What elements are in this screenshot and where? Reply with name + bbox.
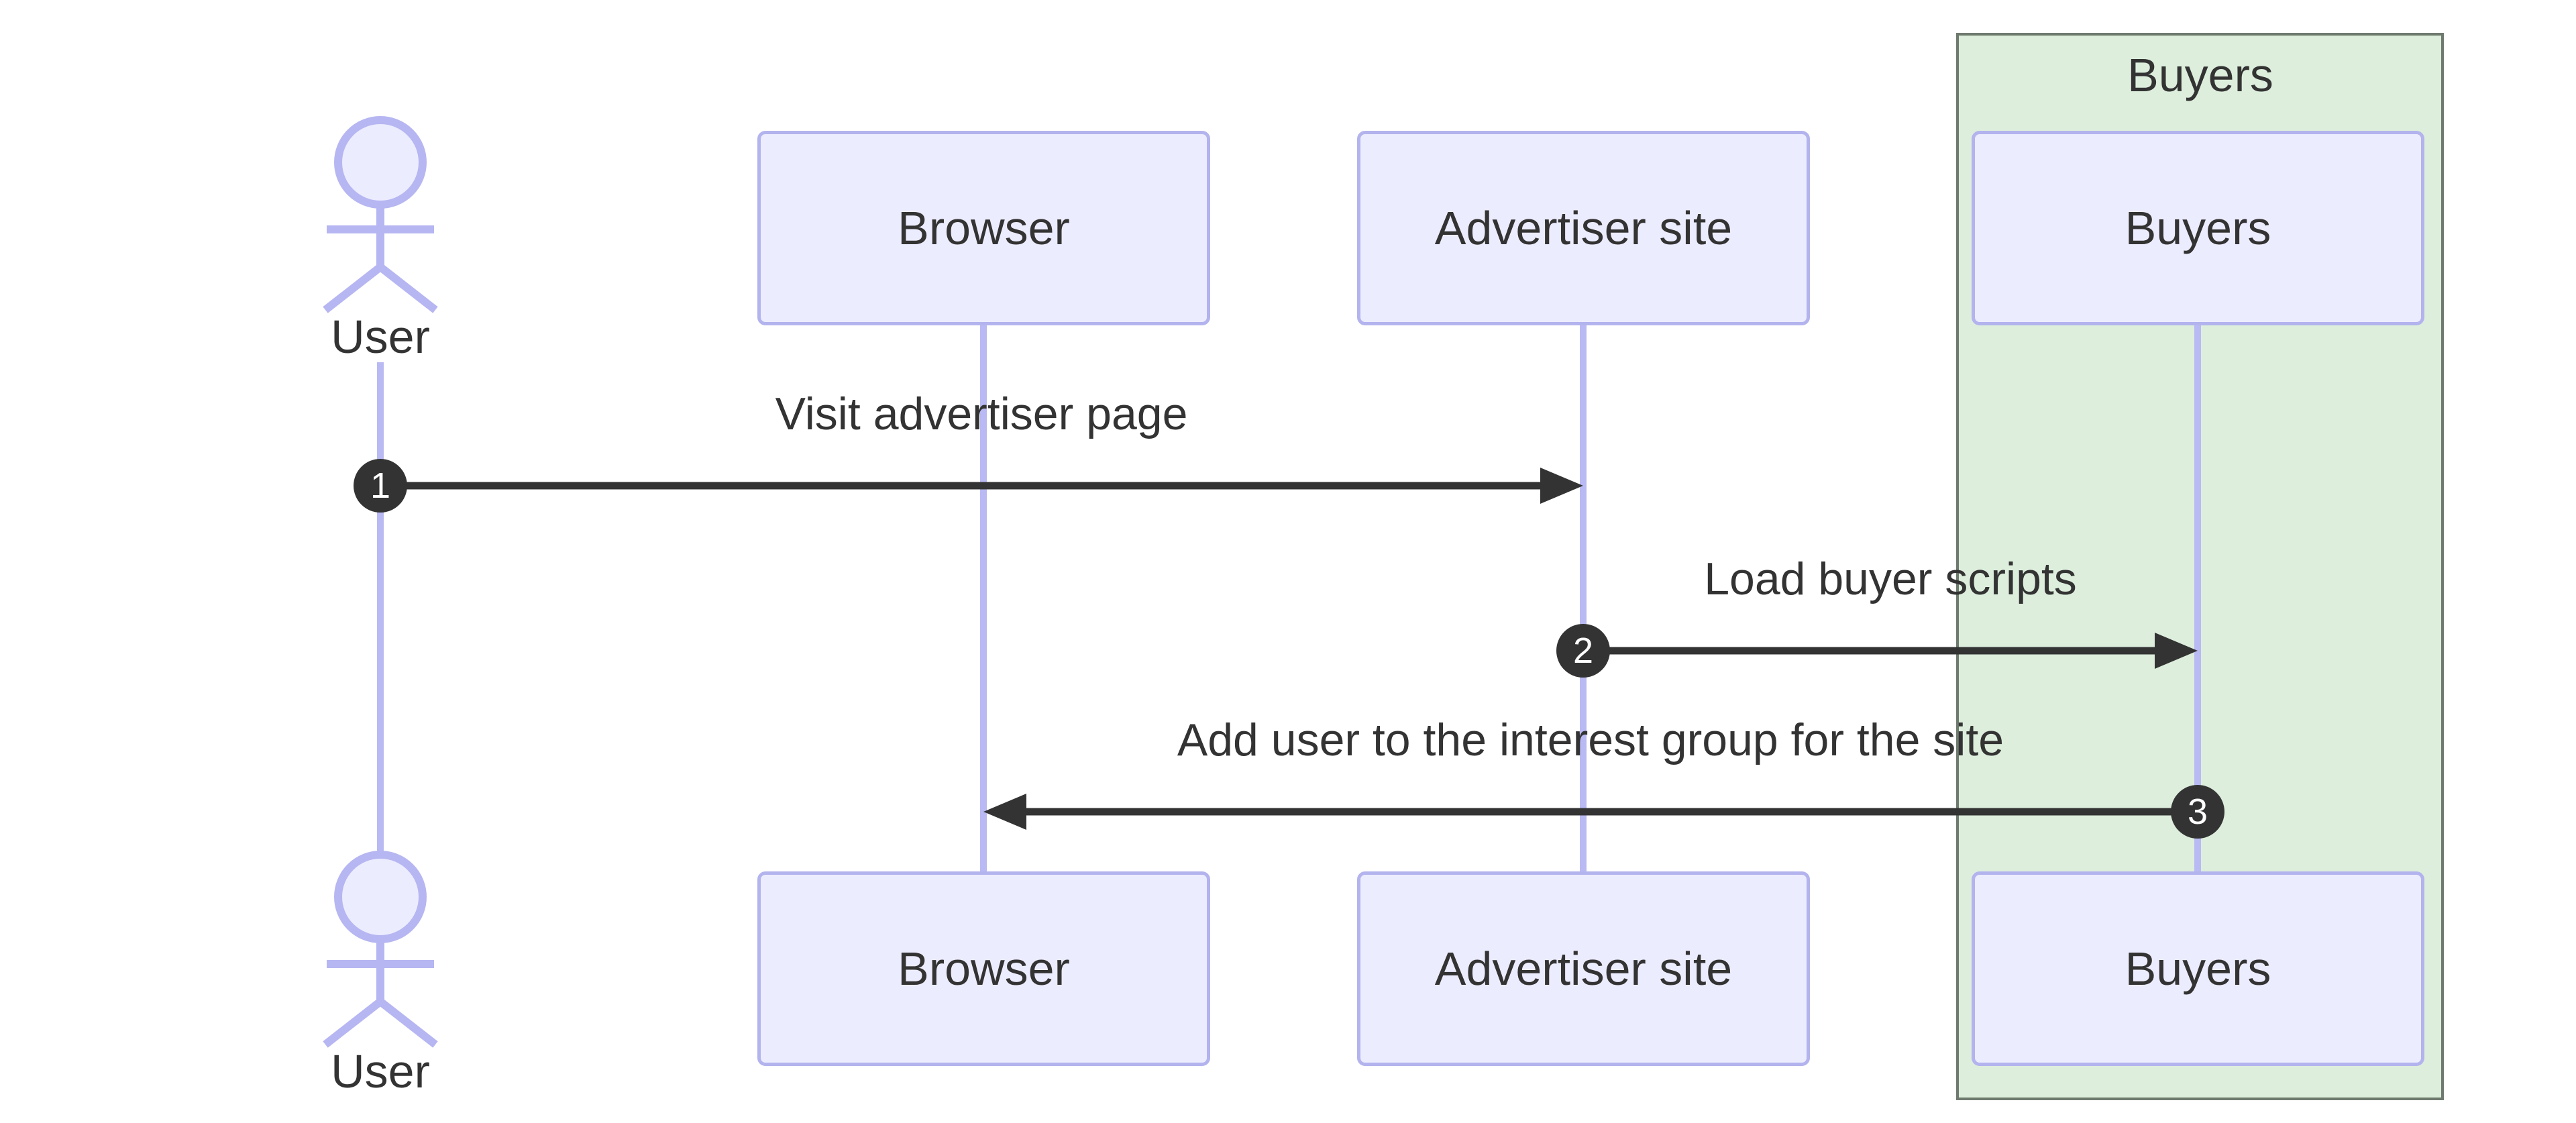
message-arrow-3 [983,794,2198,830]
sequence-number-badge-1: 1 [354,459,407,513]
lifelines [377,325,2201,871]
participant-box-buyers-top: Buyers [1972,131,2424,325]
arrowhead-left-icon [983,794,1026,830]
message-label-1: Visit advertiser page [775,388,1188,439]
message-arrow-2 [1583,633,2198,669]
participant-box-browser-top: Browser [757,131,1210,325]
arrowhead-right-icon [2155,633,2198,669]
participant-box-advertiser-top: Advertiser site [1357,131,1810,325]
arrowhead-right-icon [1540,468,1583,504]
actor-leg-left [323,998,383,1048]
sequence-number-badge-3: 3 [2171,785,2224,839]
participant-box-advertiser-bottom: Advertiser site [1357,871,1810,1066]
buyers-group-label: Buyers [2127,49,2273,101]
participant-box-browser-bottom: Browser [757,871,1210,1066]
participant-label: Browser [898,202,1070,254]
user-actor-figure-top [323,116,438,313]
sequence-number-badge-2: 2 [1556,624,1610,678]
actor-head [334,116,427,209]
actor-head [334,851,427,943]
participant-label: Advertiser site [1434,943,1733,995]
message-arrow-1 [380,468,1583,504]
actor-leg-right [378,264,438,313]
actor-leg-right [378,998,438,1048]
participant-label: Buyers [2125,943,2271,995]
message-label-3: Add user to the interest group for the s… [1177,714,2004,765]
user-actor-figure-bottom [323,851,438,1048]
message-label-2: Load buyer scripts [1704,553,2077,604]
user-actor-label-top: User [331,311,430,363]
user-actor-label-bottom: User [331,1045,430,1098]
participant-label: Buyers [2125,202,2271,254]
actor-leg-left [323,264,383,313]
participant-box-buyers-bottom: Buyers [1972,871,2424,1066]
participant-label: Browser [898,943,1070,995]
participant-label: Advertiser site [1434,202,1733,254]
